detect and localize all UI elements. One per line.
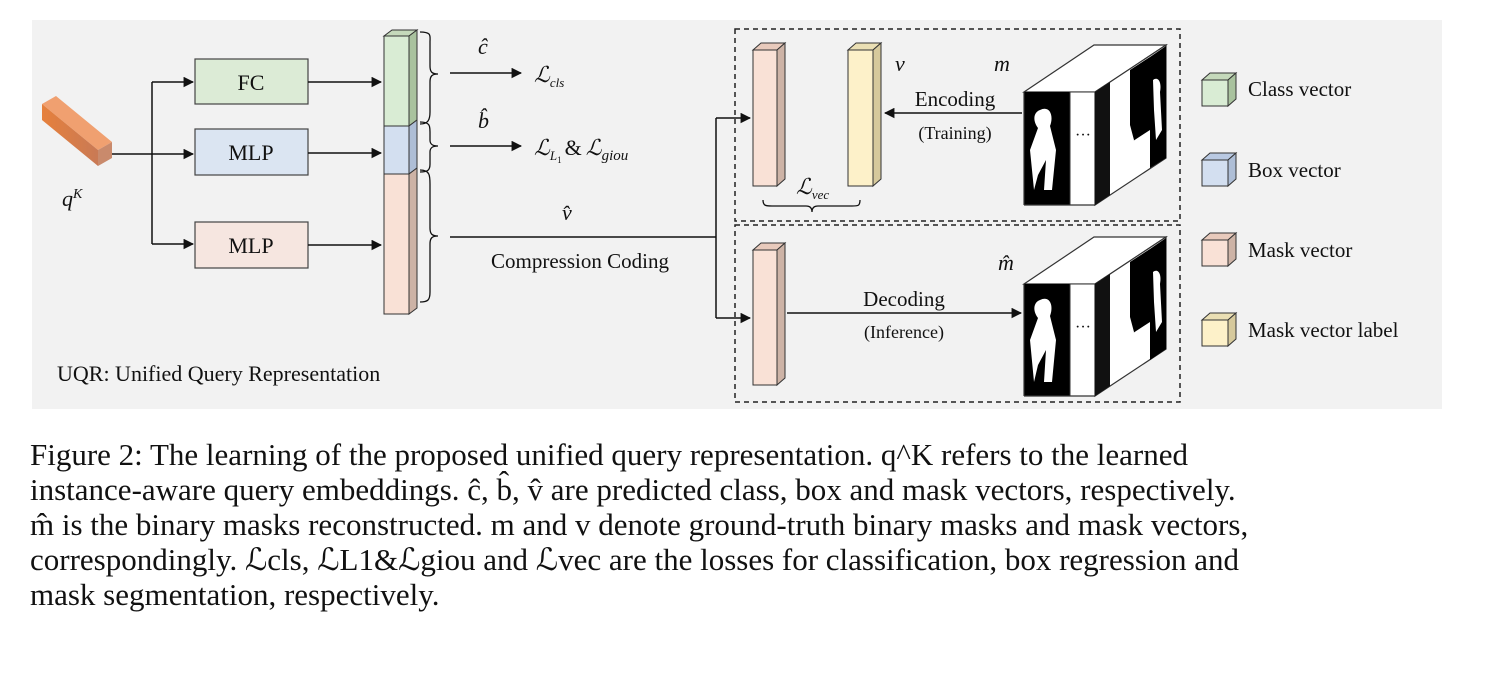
unified-query-vector [382,29,419,315]
loss-cls-label: ℒcls [534,62,564,90]
legend-item-mask: Mask vector [1200,231,1352,268]
decoding-label: Decoding [863,287,945,311]
brace-mask [419,169,439,303]
v-label: v [895,51,905,76]
input-query-block [42,96,112,166]
encoding-label: Encoding [915,87,996,111]
inference-mask-volume: ··· [1022,235,1168,398]
inference-label: (Inference) [864,322,944,343]
fc-head-label: FC [238,70,265,95]
caption-line-3: m̂ is the binary masks reconstructed. m … [30,507,1249,542]
mlp-box-head-box [194,128,309,176]
fc-head-box [194,58,309,105]
loss-vec-label: ℒvec [796,174,829,202]
svg-text:Box vector: Box vector [1248,158,1341,182]
caption-line-2: instance-aware query embeddings. ĉ, b̂, … [30,472,1236,507]
inference-predicted-mask-vector [751,241,787,387]
panel-title: UQR: Unified Query Representation [57,361,380,386]
mlp-mask-head-label: MLP [228,233,273,258]
training-mask-volume: ··· [1022,43,1168,207]
legend: Class vector Box vector Mask vector Mask… [1200,71,1399,348]
mlp-box-head-label: MLP [228,140,273,165]
caption-line-5: mask segmentation, respectively. [30,577,440,612]
training-predicted-mask-vector [751,41,787,188]
svg-text:···: ··· [1075,127,1091,144]
svg-text:···: ··· [1075,319,1091,336]
brace-box [419,121,439,173]
compression-coding-label: Compression Coding [491,249,669,273]
training-mask-vector-label [846,41,883,188]
class-hat-label: ĉ [478,34,488,59]
inference-dashed-box [734,224,1181,403]
loss-l1-giou-label: ℒL1&ℒgiou [534,135,628,165]
brace-class [419,31,439,125]
training-dashed-box [734,28,1181,222]
brace-vec [762,199,861,213]
vec-hat-label: v̂ [562,200,572,225]
legend-item-mask-label: Mask vector label [1200,311,1399,348]
m-label: m [994,51,1010,76]
caption-line-4: correspondingly. ℒcls, ℒL1&ℒgiou and ℒve… [30,542,1240,577]
box-hat-label: b̂ [478,108,489,133]
svg-text:Mask vector: Mask vector [1248,238,1352,262]
input-label: qK [62,186,83,211]
legend-item-box: Box vector [1200,151,1341,188]
training-label: (Training) [918,123,991,144]
legend-item-class: Class vector [1200,71,1351,108]
svg-text:Class vector: Class vector [1248,77,1351,101]
m-hat-label: m̂ [998,250,1014,275]
figure-caption: Figure 2: The learning of the proposed u… [30,437,1450,612]
uqr-diagram: qK FC MLP MLP ĉ ℒcls b̂ ℒL1&ℒgiou v̂ Com… [32,20,1442,409]
caption-line-1: Figure 2: The learning of the proposed u… [30,437,1189,472]
svg-text:Mask vector label: Mask vector label [1248,318,1399,342]
